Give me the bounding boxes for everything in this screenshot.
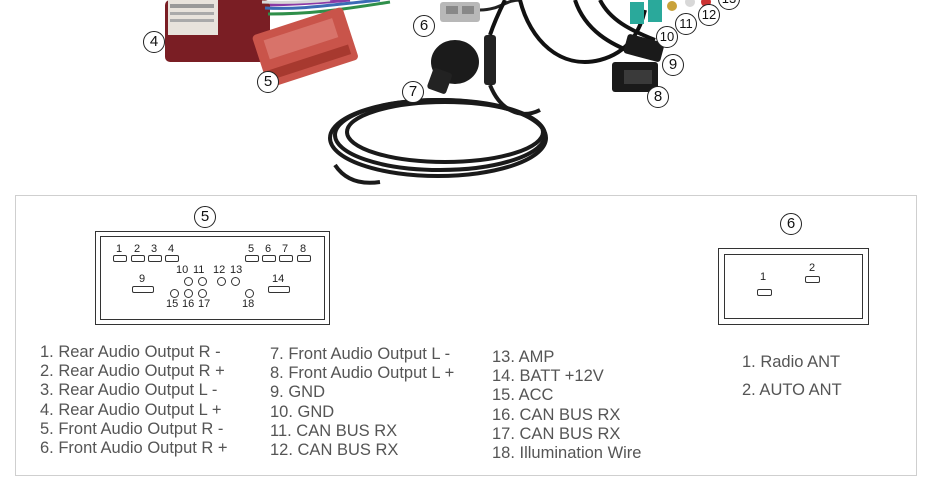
pin-hole-12	[217, 277, 226, 286]
legend-item: 2. AUTO ANT	[742, 381, 842, 399]
pin-slot-4	[165, 255, 179, 262]
antenna-adapter	[440, 0, 521, 22]
pin-label-10: 10	[176, 264, 189, 276]
connector6-label: 6	[780, 213, 802, 235]
pin-slot-14	[268, 286, 290, 293]
pin-label-13: 13	[230, 264, 243, 276]
legend-item: 2. Rear Audio Output R +	[40, 362, 225, 381]
legend-item: 7. Front Audio Output L -	[270, 345, 451, 363]
legend-item: 1. Rear Audio Output R -	[40, 343, 221, 361]
legend-column-3: 13. AMP 14. BATT +12V 15. ACC 16. CAN BU…	[492, 348, 641, 463]
legend-item: 10. GND	[270, 402, 335, 421]
pin-label-2: 2	[134, 243, 141, 255]
pin-hole-10	[184, 277, 193, 286]
legend-item: 6. Front Audio Output R +	[40, 438, 228, 457]
legend-item: 16. CAN BUS RX	[492, 405, 621, 424]
legend-item: 4. Rear Audio Output L +	[40, 400, 222, 419]
connector5-outline	[95, 231, 330, 325]
callout-5: 5	[257, 71, 279, 93]
pin-slot-5	[245, 255, 259, 262]
usb-plug	[612, 62, 658, 92]
canbus-decoder-box	[165, 0, 270, 62]
pin-hole-15	[170, 289, 179, 298]
callout-9: 9	[662, 54, 684, 76]
pin-label-6: 6	[265, 243, 272, 255]
connector6-pin-slot-2	[805, 276, 820, 283]
legend-column-1: 1. Rear Audio Output R - 2. Rear Audio O…	[40, 343, 228, 458]
legend-item: 3. Rear Audio Output L -	[40, 381, 218, 400]
usb-connector-9	[623, 34, 665, 62]
pin-slot-3	[148, 255, 162, 262]
connector6-pin-label-2: 2	[809, 262, 816, 274]
legend-item: 18. Illumination Wire	[492, 443, 642, 462]
legend-column-2: 7. Front Audio Output L - 8. Front Audio…	[270, 345, 454, 460]
pin-slot-6	[262, 255, 276, 262]
connector5-label: 5	[194, 206, 216, 228]
legend-item: 12. CAN BUS RX	[270, 440, 399, 459]
legend-item: 11. CAN BUS RX	[270, 421, 398, 440]
callout-7: 7	[402, 81, 424, 103]
pin-label-16: 16	[182, 298, 195, 310]
pin-label-8: 8	[300, 243, 307, 255]
pin-label-12: 12	[213, 264, 226, 276]
callout-4: 4	[143, 31, 165, 53]
pin-slot-7	[279, 255, 293, 262]
pin-slot-9	[132, 286, 154, 293]
legend-item: 9. GND	[270, 383, 326, 402]
callout-6: 6	[413, 15, 435, 37]
pin-hole-17	[198, 289, 207, 298]
callout-11: 11	[675, 13, 697, 35]
connector5-inner	[100, 236, 325, 320]
pin-slot-1	[113, 255, 127, 262]
pin-hole-13	[231, 277, 240, 286]
legend-item: 17. CAN BUS RX	[492, 424, 621, 443]
pin-hole-11	[198, 277, 207, 286]
pin-label-11: 11	[193, 264, 205, 276]
product-photo	[165, 0, 711, 185]
pin-label-9: 9	[139, 273, 146, 285]
pinout-panel	[15, 195, 917, 476]
pin-label-14: 14	[272, 273, 285, 285]
legend-item: 15. ACC	[492, 386, 554, 405]
coiled-cable	[328, 84, 548, 185]
pin-hole-16	[184, 289, 193, 298]
pin-label-7: 7	[282, 243, 289, 255]
connector6-outline	[718, 248, 869, 325]
callout-12: 12	[698, 4, 720, 26]
microphone	[427, 0, 507, 94]
pin-label-5: 5	[248, 243, 255, 255]
pin-label-3: 3	[151, 243, 158, 255]
pin-slot-2	[131, 255, 145, 262]
legend-item: 13. AMP	[492, 348, 555, 366]
callout-8: 8	[647, 86, 669, 108]
pin-label-15: 15	[166, 298, 179, 310]
rca-plugs	[630, 0, 711, 24]
legend-column-4: 1. Radio ANT 2. AUTO ANT	[742, 348, 842, 404]
pin-slot-8	[297, 255, 311, 262]
pin-label-18: 18	[242, 298, 255, 310]
pin-label-1: 1	[116, 243, 123, 255]
callout-10: 10	[656, 26, 678, 48]
connector6-pin-label-1: 1	[760, 271, 767, 283]
red-connector	[252, 7, 358, 88]
connector6-inner	[724, 254, 863, 319]
pin-label-17: 17	[198, 298, 211, 310]
legend-item: 8. Front Audio Output L +	[270, 364, 455, 383]
legend-item: 1. Radio ANT	[742, 353, 841, 371]
connector6-pin-slot-1	[757, 289, 772, 296]
legend-item: 14. BATT +12V	[492, 367, 604, 386]
pin-label-4: 4	[168, 243, 175, 255]
legend-item: 5. Front Audio Output R -	[40, 419, 224, 438]
pin-hole-18	[245, 289, 254, 298]
